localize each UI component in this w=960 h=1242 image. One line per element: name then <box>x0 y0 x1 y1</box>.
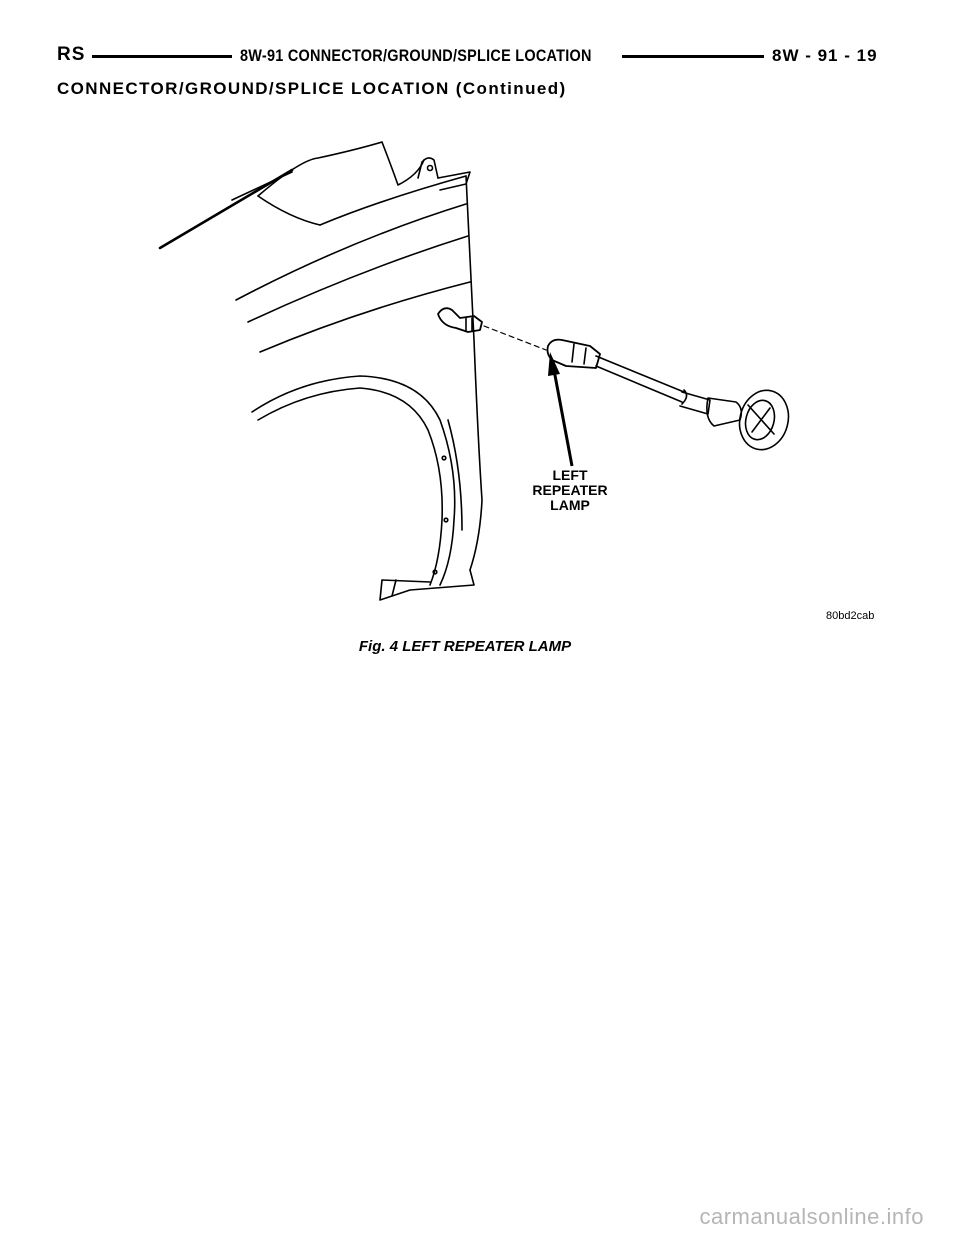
fender-repeater-lamp-illustration <box>158 141 790 601</box>
callout-line-2: REPEATER <box>532 482 608 498</box>
site-watermark: carmanualsonline.info <box>699 1204 924 1229</box>
header-section-code: RS <box>57 44 86 65</box>
callout-line-3: LAMP <box>550 497 590 513</box>
header-page-number: 8W - 91 - 19 <box>772 46 878 65</box>
header-rule-right <box>622 55 764 58</box>
figure-code: 80bd2cab <box>826 610 875 622</box>
section-subheading: CONNECTOR/GROUND/SPLICE LOCATION (Contin… <box>57 79 567 98</box>
figure-caption: Fig. 4 LEFT REPEATER LAMP <box>358 638 572 655</box>
header-rule-left <box>92 55 232 58</box>
header-title: 8W-91 CONNECTOR/GROUND/SPLICE LOCATION <box>240 46 592 65</box>
repeater-lamp-callout: LEFT REPEATER LAMP <box>520 468 620 513</box>
callout-line-1: LEFT <box>552 467 588 483</box>
